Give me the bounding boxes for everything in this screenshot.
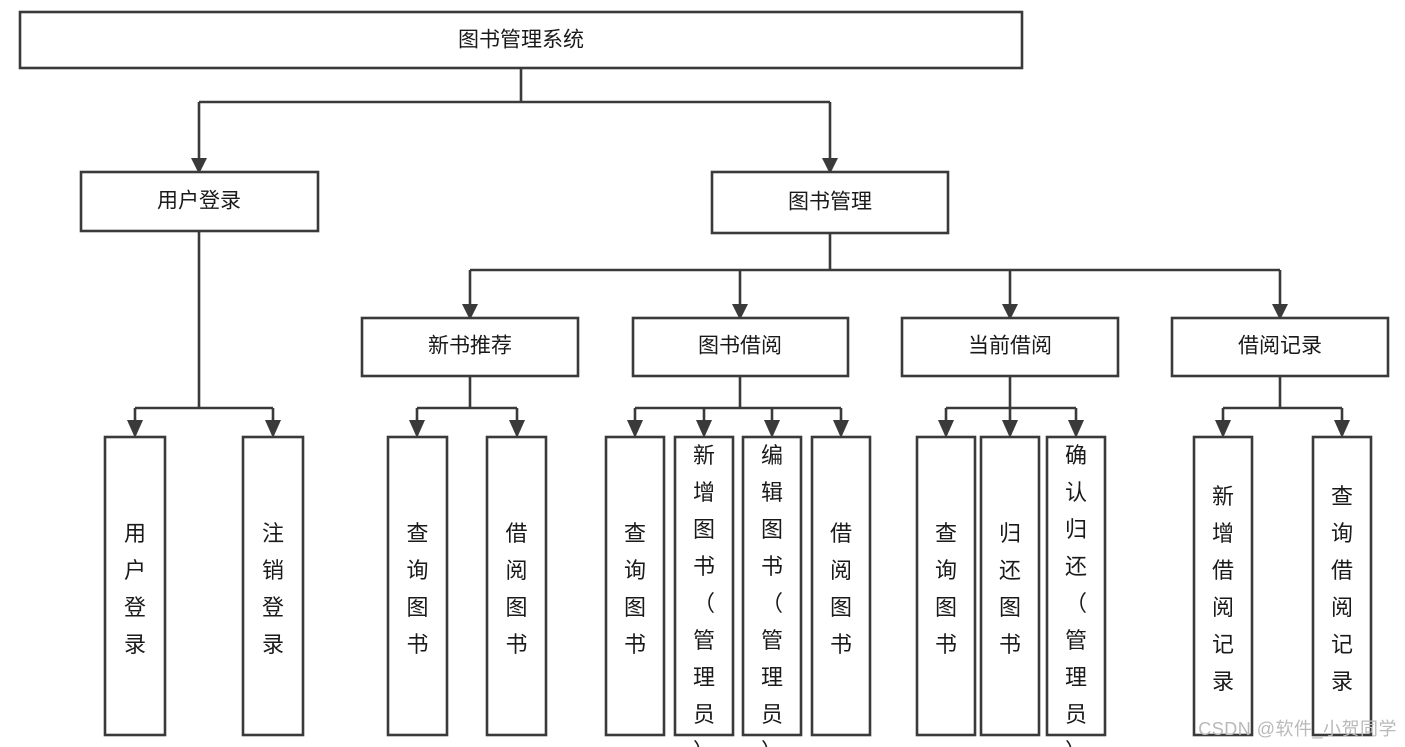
node-book-manage[interactable]: 图书管理 xyxy=(710,170,950,235)
node-root-box[interactable] xyxy=(18,10,1024,70)
node-user-login[interactable]: 用户登录 xyxy=(79,170,320,233)
node-new-book-recommend-box[interactable] xyxy=(360,316,580,378)
node-current-borrow[interactable]: 当前借阅 xyxy=(900,316,1120,378)
leaf-add-record-label: 新增借阅记录 xyxy=(1212,484,1234,694)
leaf-query-book-3-label: 查询图书 xyxy=(935,521,957,657)
node-new-book-recommend[interactable]: 新书推荐 xyxy=(360,316,580,378)
leaf-query-book-1-label: 查询图书 xyxy=(406,521,428,657)
node-current-borrow-box[interactable] xyxy=(900,316,1120,378)
leaf-user-login-label: 用户登录 xyxy=(124,521,146,657)
node-book-manage-box[interactable] xyxy=(710,170,950,235)
node-book-borrow[interactable]: 图书借阅 xyxy=(631,316,850,378)
leaf-label-layer: 用户登录 注销登录 查询图书 借阅图书 查询图书 新增图书（管理员） 编辑图书（管理员） 借阅… xyxy=(124,443,1353,747)
node-borrow-record[interactable]: 借阅记录 xyxy=(1170,316,1390,378)
node-new-book-recommend-label: 新书推荐 xyxy=(428,335,512,358)
leaf-add-book-label: 新增图书（管理员） xyxy=(693,443,715,747)
node-borrow-record-label: 借阅记录 xyxy=(1238,335,1322,358)
leaf-confirm-return-label: 确认归还（管理员） xyxy=(1065,443,1087,747)
node-book-borrow-box[interactable] xyxy=(631,316,850,378)
leaf-user-login-box[interactable] xyxy=(103,435,167,737)
leaf-edit-book-box[interactable] xyxy=(741,435,803,737)
leaf-query-book-1-box[interactable] xyxy=(386,435,449,737)
node-user-login-label: 用户登录 xyxy=(157,190,241,213)
leaf-query-book-3-box[interactable] xyxy=(915,435,977,737)
node-root[interactable]: 图书管理系统 xyxy=(18,10,1024,70)
leaf-query-book-2-label: 查询图书 xyxy=(624,521,646,657)
node-user-login-box[interactable] xyxy=(79,170,320,233)
leaf-return-book-box[interactable] xyxy=(979,435,1041,737)
leaf-borrow-book-2-label: 借阅图书 xyxy=(830,521,852,657)
node-book-manage-label: 图书管理 xyxy=(788,191,872,214)
leaf-query-record-label: 查询借阅记录 xyxy=(1331,484,1353,694)
leaf-confirm-return-box[interactable] xyxy=(1045,435,1107,737)
leaf-borrow-book-1-box[interactable] xyxy=(485,435,548,737)
leaf-add-record-box[interactable] xyxy=(1192,435,1254,737)
leaf-add-book-box[interactable] xyxy=(673,435,735,737)
leaf-user-logout-label: 注销登录 xyxy=(262,521,284,657)
leaf-query-book-2-box[interactable] xyxy=(604,435,666,737)
node-root-label: 图书管理系统 xyxy=(458,29,584,52)
node-current-borrow-label: 当前借阅 xyxy=(968,335,1052,358)
leaf-query-record-box[interactable] xyxy=(1311,435,1373,737)
leaf-user-logout-box[interactable] xyxy=(241,435,305,737)
leaf-borrow-book-2-box[interactable] xyxy=(810,435,872,737)
node-borrow-record-box[interactable] xyxy=(1170,316,1390,378)
leaf-edit-book-label: 编辑图书（管理员） xyxy=(761,443,783,747)
connector-layer xyxy=(127,68,1350,438)
watermark-label: CSDN @软件_小贺同学 xyxy=(1198,719,1397,739)
node-book-borrow-label: 图书借阅 xyxy=(698,335,782,358)
leaf-layer xyxy=(103,435,1373,737)
leaf-return-book-label: 归还图书 xyxy=(999,521,1021,657)
leaf-borrow-book-1-label: 借阅图书 xyxy=(505,521,527,657)
